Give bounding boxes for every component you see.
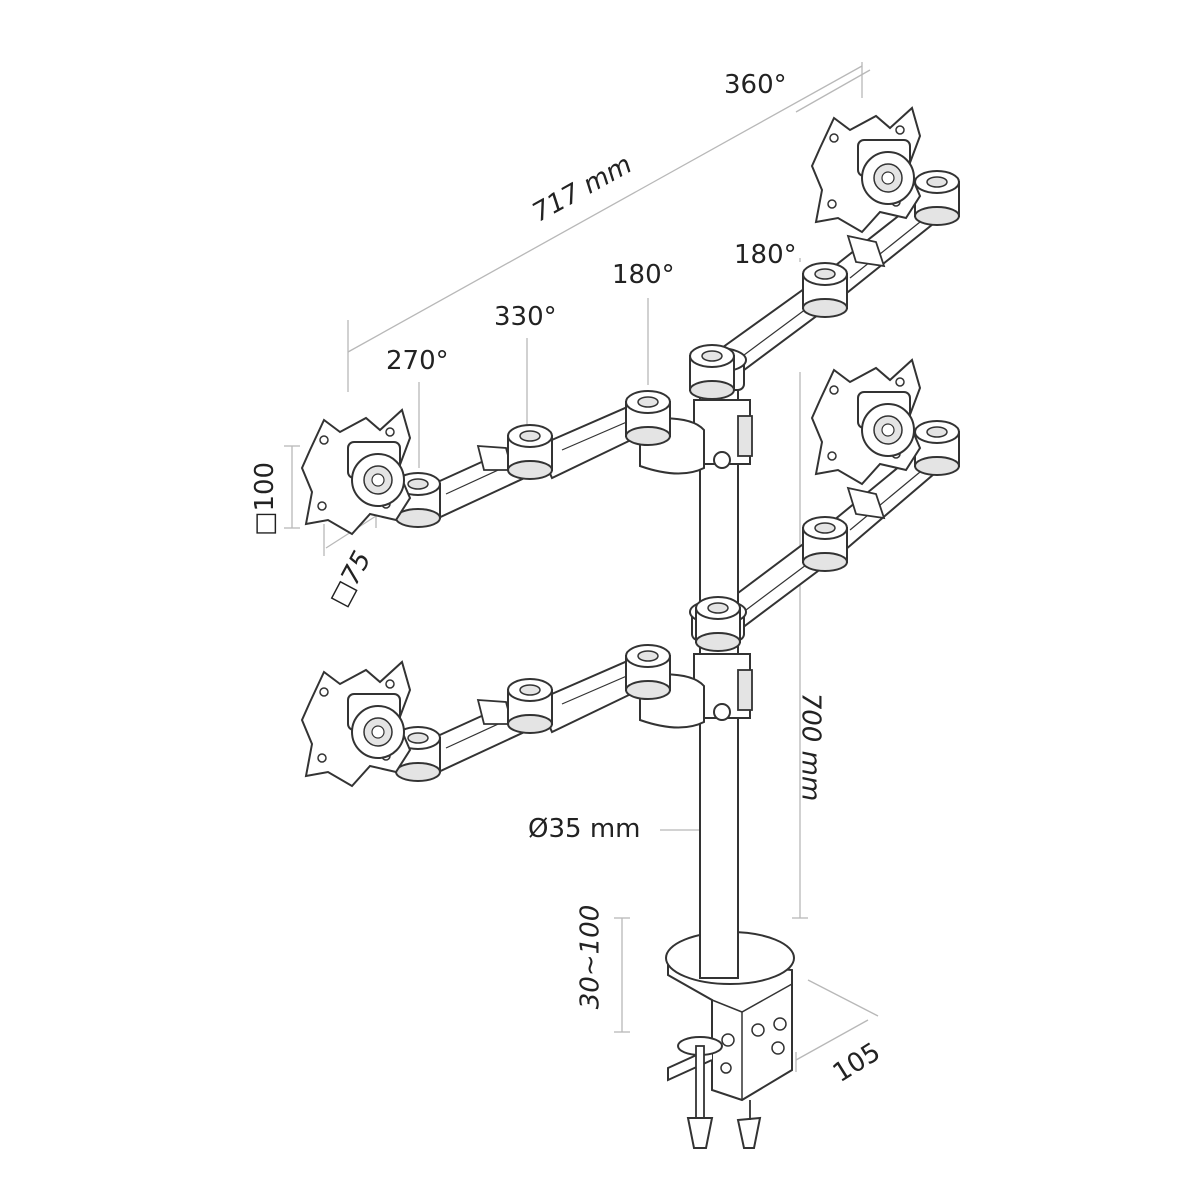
lower-left-vesa-plate bbox=[301, 661, 411, 787]
lower-left-arm-joint-1 bbox=[625, 644, 671, 700]
middle-right-arm-joint-2 bbox=[802, 516, 848, 572]
upper-right-vesa-plate bbox=[811, 107, 921, 233]
label-rotation-360: 360° bbox=[724, 70, 787, 100]
middle-right-arm-joint-1 bbox=[695, 596, 741, 652]
label-clamp-range: 30~100 bbox=[575, 904, 606, 1010]
middle-right-vesa-plate bbox=[811, 359, 921, 485]
middle-right-arm-joint-3 bbox=[914, 420, 960, 476]
label-vesa-100: □100 bbox=[250, 461, 281, 537]
upper-left-arm-joint-1 bbox=[625, 390, 671, 446]
upper-right-arm-joint-3 bbox=[914, 170, 960, 226]
dimension-lines bbox=[284, 62, 879, 1072]
label-rotation-180-right: 180° bbox=[734, 240, 797, 270]
upper-right-arm-joint-1 bbox=[689, 344, 735, 400]
lower-left-arm bbox=[301, 644, 705, 787]
lower-left-arm-joint-2 bbox=[507, 678, 553, 734]
label-rotation-180-mid: 180° bbox=[612, 260, 675, 290]
label-rotation-270: 270° bbox=[386, 346, 449, 376]
upper-right-arm-joint-2 bbox=[802, 262, 848, 318]
middle-right-arm bbox=[716, 359, 960, 636]
upper-left-arm-joint-2 bbox=[507, 424, 553, 480]
label-rotation-330: 330° bbox=[494, 302, 557, 332]
label-pole-diameter: Ø35 mm bbox=[528, 814, 641, 844]
label-height-700mm: 700 mm bbox=[795, 692, 826, 802]
upper-left-vesa-plate bbox=[301, 409, 411, 535]
upper-left-arm bbox=[301, 390, 705, 535]
